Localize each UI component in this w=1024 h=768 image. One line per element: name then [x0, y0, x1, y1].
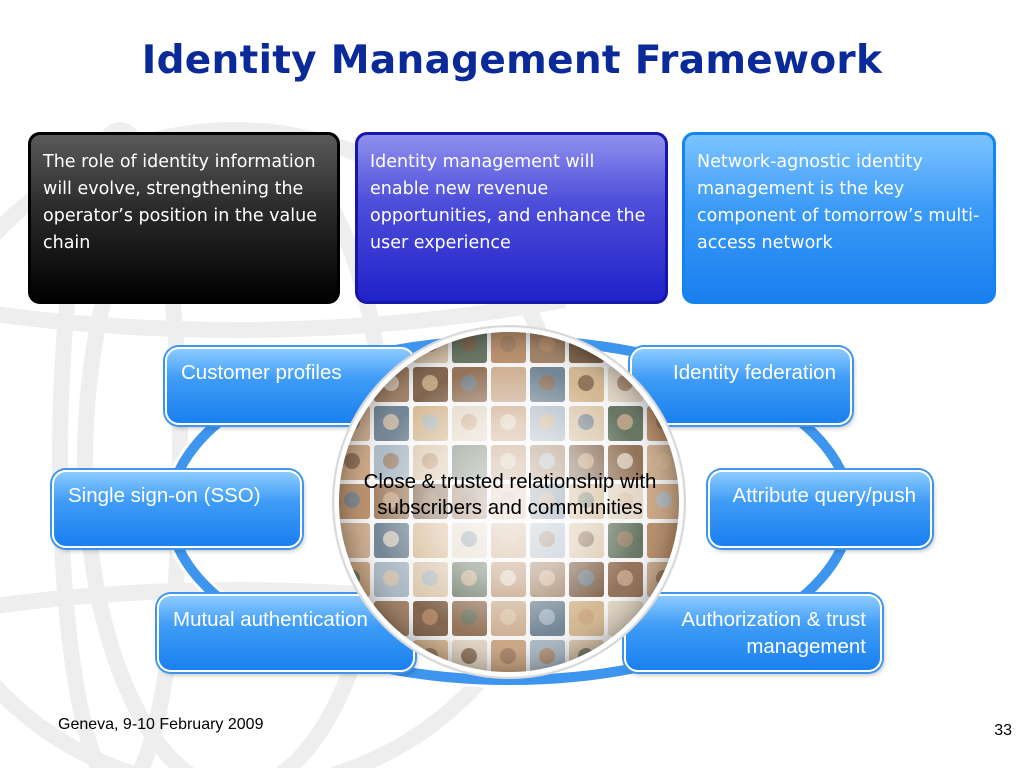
pill-identity-federation: Identity federation: [630, 347, 852, 425]
photo-tile-face: [344, 648, 360, 664]
photo-tile: [374, 640, 409, 674]
photo-tile-face: [617, 336, 633, 352]
photo-tile-face: [656, 648, 672, 664]
photo-tile-face: [656, 336, 672, 352]
pill-attribute-query: Attribute query/push: [708, 470, 932, 548]
pill-authorization: Authorization & trust management: [624, 594, 882, 672]
photo-tile: [608, 330, 643, 363]
photo-tile: [337, 367, 370, 402]
page-number: 33: [994, 722, 1012, 739]
pill-single-sign-on: Single sign-on (SSO): [52, 470, 302, 548]
photo-tile: [647, 330, 681, 363]
photo-tile-face: [383, 336, 399, 352]
photo-tile: [374, 330, 409, 363]
photo-tile: [337, 330, 370, 363]
photo-tile-face: [383, 648, 399, 664]
photo-tile: [647, 367, 681, 402]
photo-tile-face: [344, 336, 360, 352]
photo-tile-face: [617, 648, 633, 664]
photo-tile: [647, 640, 681, 674]
photo-tile-face: [344, 375, 360, 391]
photo-globe-image: [332, 325, 686, 679]
top-box-revenue: Identity management will enable new reve…: [355, 132, 668, 304]
photo-tile-face: [656, 375, 672, 391]
photo-tile: [337, 640, 370, 674]
photo-tile: [337, 601, 370, 636]
photo-tile: [647, 601, 681, 636]
center-caption: Close & trusted relationship with subscr…: [363, 470, 657, 519]
slide-title: Identity Management Framework: [141, 38, 883, 83]
top-box-network-agnostic: Network-agnostic identity management is …: [682, 132, 996, 304]
photo-tile-face: [656, 609, 672, 625]
footer-location-date: Geneva, 9-10 February 2009: [58, 716, 264, 733]
photo-tile: [608, 640, 643, 674]
top-box-operator-role: The role of identity information will ev…: [28, 132, 340, 304]
photo-tile-face: [344, 609, 360, 625]
